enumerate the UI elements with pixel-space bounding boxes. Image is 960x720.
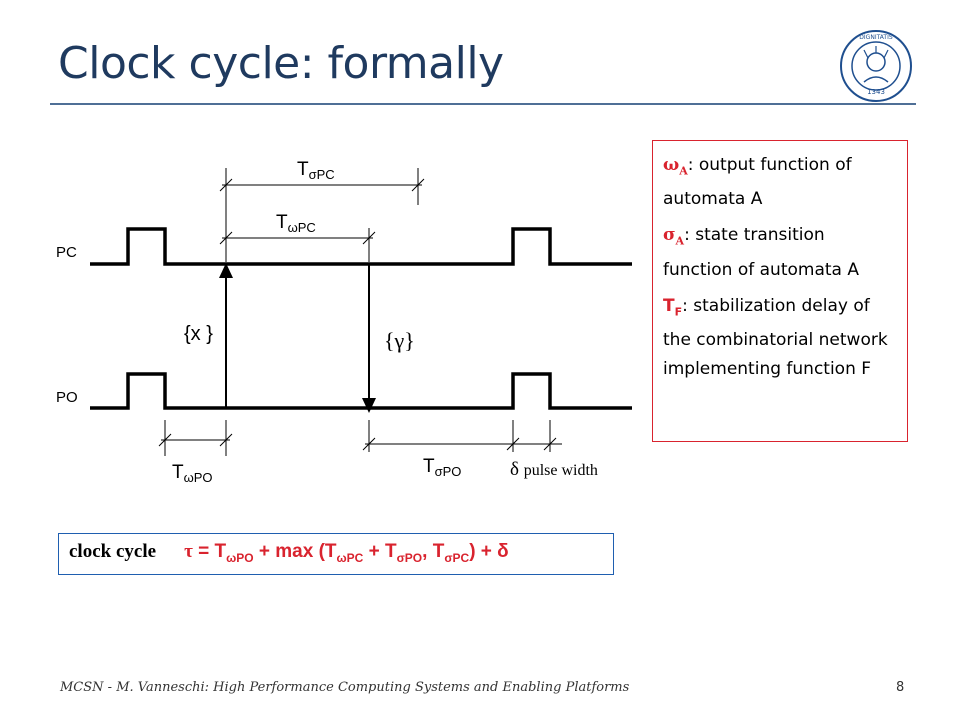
clock-cycle-formula: clock cycle τ = TωPO + max (TωPC + TσPO,… (58, 533, 614, 575)
definition-tf: TF: stabilization delay of the combinato… (663, 295, 888, 380)
formula-expression: τ = TωPO + max (TωPC + TσPO, TσPC) + δ (184, 541, 509, 565)
pc-signal-label: PC (56, 244, 77, 261)
t-omega-po-label: TωPO (172, 462, 213, 485)
definitions-box: ωA: output function of automata A σA: st… (652, 140, 908, 442)
t-sigma-po-label: TσPO (423, 456, 462, 479)
po-signal-waveform (90, 372, 632, 410)
title-divider (50, 103, 916, 105)
university-seal-logo: 1343 DIGNITATIS (840, 30, 912, 102)
pc-signal-waveform (90, 227, 632, 266)
pulse-width-label: δ pulse width (510, 459, 598, 480)
page-number: 8 (896, 680, 905, 695)
svg-text:DIGNITATIS: DIGNITATIS (859, 34, 893, 41)
formula-label: clock cycle (69, 541, 157, 562)
definition-sigma: σA: state transition function of automat… (663, 225, 859, 280)
svg-text:1343: 1343 (867, 88, 885, 96)
gamma-transition-label: {γ} (384, 328, 415, 353)
definition-omega: ωA: output function of automata A (663, 155, 852, 210)
arrowhead-down (362, 398, 376, 413)
arrowhead-up (219, 263, 233, 278)
slide-title: Clock cycle: formally (58, 38, 504, 89)
t-omega-pc-label: TωPC (276, 212, 316, 235)
x-transition-label: {x } (184, 323, 213, 345)
footer-text: MCSN - M. Vanneschi: High Performance Co… (60, 680, 630, 695)
po-signal-label: PO (56, 389, 78, 406)
t-sigma-pc-label: TσPC (297, 159, 335, 182)
